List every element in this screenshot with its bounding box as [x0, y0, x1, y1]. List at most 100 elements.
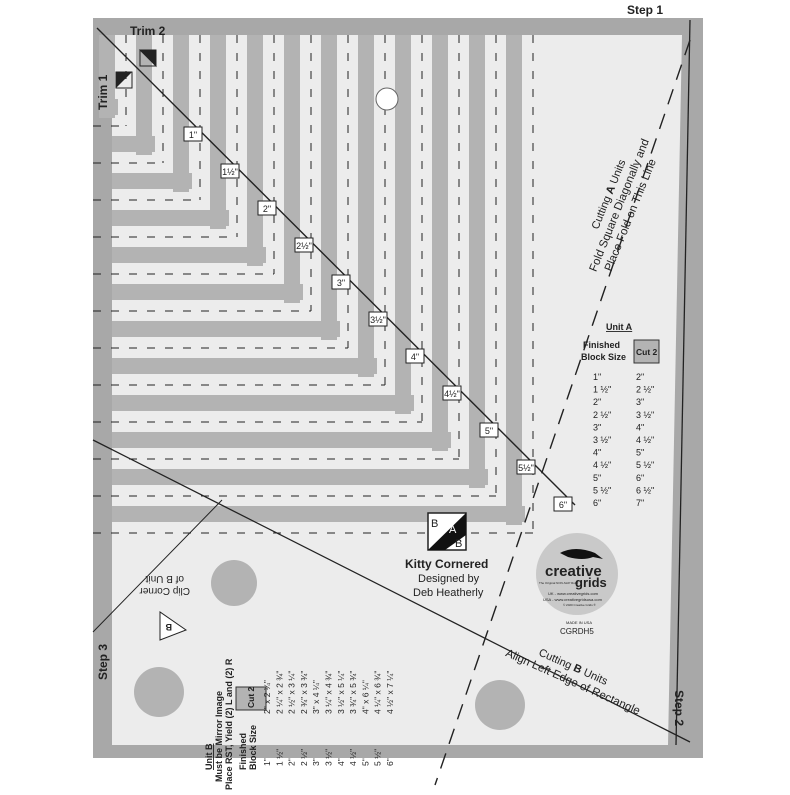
unit-a-cut: 2 ½"	[636, 385, 654, 395]
horizontal-band	[112, 247, 266, 263]
vertical-band	[432, 35, 448, 451]
unit-b-finished: 1"	[262, 758, 272, 766]
unit-a-finished: 3 ½"	[593, 435, 611, 445]
hanging-hole	[375, 87, 399, 111]
svg-text:The Original NON-SLIP Ruler: The Original NON-SLIP Ruler	[539, 581, 578, 585]
grip-circle	[134, 667, 184, 717]
unit-a-finished: 1 ½"	[593, 385, 611, 395]
unit-a-finished: 4 ½"	[593, 460, 611, 470]
unit-a-cut: 5 ½"	[636, 460, 654, 470]
size-label: 4"	[405, 348, 425, 364]
svg-text:grids: grids	[575, 575, 607, 590]
horizontal-band	[112, 469, 488, 485]
unit-a-finished: 1"	[593, 372, 601, 382]
vertical-band	[284, 35, 300, 303]
size-labels: 1" 1½" 2" 2½" 3" 3½" 4" 4½" 5" 5½" 6"	[183, 126, 573, 512]
vertical-band	[506, 35, 522, 525]
size-label: 2½"	[294, 237, 314, 253]
unit-a-cut: 4"	[636, 422, 644, 432]
svg-text:3½": 3½"	[370, 315, 386, 325]
product-code: CGRDH5	[560, 627, 594, 636]
trim-square-icon	[115, 71, 133, 89]
svg-text:6": 6"	[559, 500, 567, 510]
unit-b-table: Unit B Must be Mirror Image Place RST, Y…	[204, 658, 395, 790]
clip-b-icon	[159, 611, 188, 641]
size-label: 5½"	[516, 459, 536, 475]
creative-grids-logo: creative grids The Original NON-SLIP Rul…	[536, 533, 618, 615]
horizontal-band	[112, 358, 377, 374]
size-label: 3"	[331, 274, 351, 290]
svg-text:4½": 4½"	[444, 389, 460, 399]
svg-text:B: B	[455, 538, 462, 550]
unit-a-cut: 6 ½"	[636, 485, 654, 495]
svg-text:Finished: Finished	[238, 733, 248, 770]
size-label: 5"	[479, 422, 499, 438]
vertical-band	[247, 35, 263, 266]
size-label: 6"	[553, 496, 573, 512]
svg-text:© 2020 Creative Grids ®: © 2020 Creative Grids ®	[563, 603, 597, 607]
unit-a-finished: 2 ½"	[593, 410, 611, 420]
vertical-band	[395, 35, 411, 414]
svg-text:Block Size: Block Size	[248, 725, 258, 770]
size-label: 2"	[257, 200, 277, 216]
vertical-band	[99, 35, 115, 118]
unit-a-cut: 3 ½"	[636, 410, 654, 420]
step1-label: Step 1	[627, 3, 663, 17]
horizontal-band	[112, 395, 414, 411]
unit-b-finished: 2 ½"	[299, 749, 309, 766]
unit-a-finished: 5"	[593, 473, 601, 483]
trim1-label: Trim 1	[96, 74, 110, 110]
size-label: 1"	[183, 126, 203, 142]
svg-text:B: B	[431, 518, 438, 530]
horizontal-band	[112, 173, 192, 189]
svg-text:Block Size: Block Size	[581, 352, 626, 362]
unit-b-align-line	[92, 439, 691, 743]
svg-text:of B Unit: of B Unit	[145, 573, 184, 584]
size-label: 1½"	[220, 163, 240, 179]
made-in: MADE IN USA	[566, 620, 592, 625]
svg-text:2½": 2½"	[296, 241, 312, 251]
horizontal-band	[112, 284, 303, 300]
svg-text:4": 4"	[411, 352, 419, 362]
svg-text:UK - www.creativegrids.com: UK - www.creativegrids.com	[548, 591, 599, 596]
svg-text:1½": 1½"	[222, 167, 238, 177]
svg-text:Clip Corner: Clip Corner	[139, 585, 190, 596]
horizontal-band	[112, 210, 229, 226]
horizontal-band	[112, 321, 340, 337]
grip-circle	[211, 560, 257, 606]
unit-a-table: Unit A Finished Block Size Cut 2 1"2"1 ½…	[581, 322, 660, 508]
svg-text:2": 2"	[263, 204, 271, 214]
unit-b-cut: 2 ½" x 3 ¼"	[287, 671, 297, 714]
vertical-band	[210, 35, 226, 229]
designer-name: Deb Heatherly	[413, 587, 484, 599]
step1-line	[675, 19, 691, 746]
svg-text:Place RST, Yield (2) L and (2): Place RST, Yield (2) L and (2) R	[224, 658, 234, 790]
unit-a-cut: 5"	[636, 448, 644, 458]
svg-text:Finished: Finished	[583, 340, 620, 350]
unit-b-cut: 3 ¼" x 4 ¾"	[324, 671, 334, 714]
product-name: Kitty Cornered	[405, 557, 488, 571]
unit-b-cut: 4 ¼" x 6 ¾"	[373, 671, 383, 714]
unit-a-finished: 4"	[593, 448, 601, 458]
trim-triangle-icon	[116, 72, 132, 88]
svg-text:Cut 2: Cut 2	[246, 686, 256, 708]
grip-circle	[475, 680, 525, 730]
step2-label: Step 2	[672, 690, 686, 726]
unit-a-cut: 6"	[636, 473, 644, 483]
unit-b-finished: 4 ½"	[348, 749, 358, 766]
unit-b-cut: 2 ¼" x 2 ¾"	[274, 671, 284, 714]
unit-b-finished: 5"	[360, 758, 370, 766]
unit-b-cut: 4" x 6 ¼"	[360, 680, 370, 714]
svg-text:USA - www.creativegridsusa.com: USA - www.creativegridsusa.com	[543, 597, 603, 602]
horizontal-band	[112, 506, 525, 522]
vertical-band	[321, 35, 337, 340]
unit-a-finished: 3"	[593, 422, 601, 432]
unit-a-finished: 6"	[593, 498, 601, 508]
svg-text:Unit A: Unit A	[606, 322, 633, 332]
svg-text:Must be Mirror Image: Must be Mirror Image	[214, 691, 224, 782]
svg-text:creative: creative	[545, 563, 602, 580]
vertical-band	[173, 35, 189, 192]
unit-b-cut: 3 ¾" x 5 ¾"	[348, 671, 358, 714]
svg-text:A: A	[449, 524, 457, 536]
